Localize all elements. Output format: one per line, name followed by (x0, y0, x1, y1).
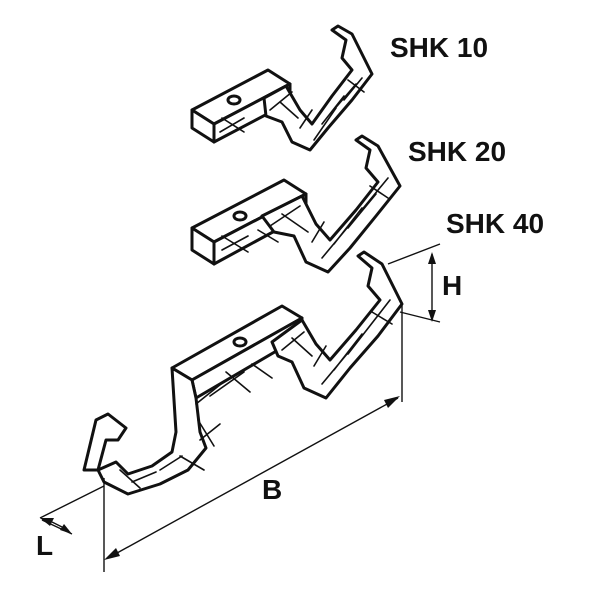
bracket-shk-40 (82, 250, 404, 496)
dimension-label-b: B (262, 474, 283, 505)
bracket-shk-10 (190, 24, 374, 152)
model-label-shk-40: SHK 40 (446, 208, 545, 239)
model-label-shk-20: SHK 20 (408, 136, 507, 167)
dimension-label-l: L (36, 530, 54, 561)
dimension-label-h: H (442, 270, 463, 301)
bracket-shk-20 (190, 134, 402, 274)
dimension-b (103, 304, 403, 572)
dimension-l (39, 485, 105, 535)
dimension-h (387, 243, 441, 323)
model-label-shk-10: SHK 10 (390, 32, 489, 63)
